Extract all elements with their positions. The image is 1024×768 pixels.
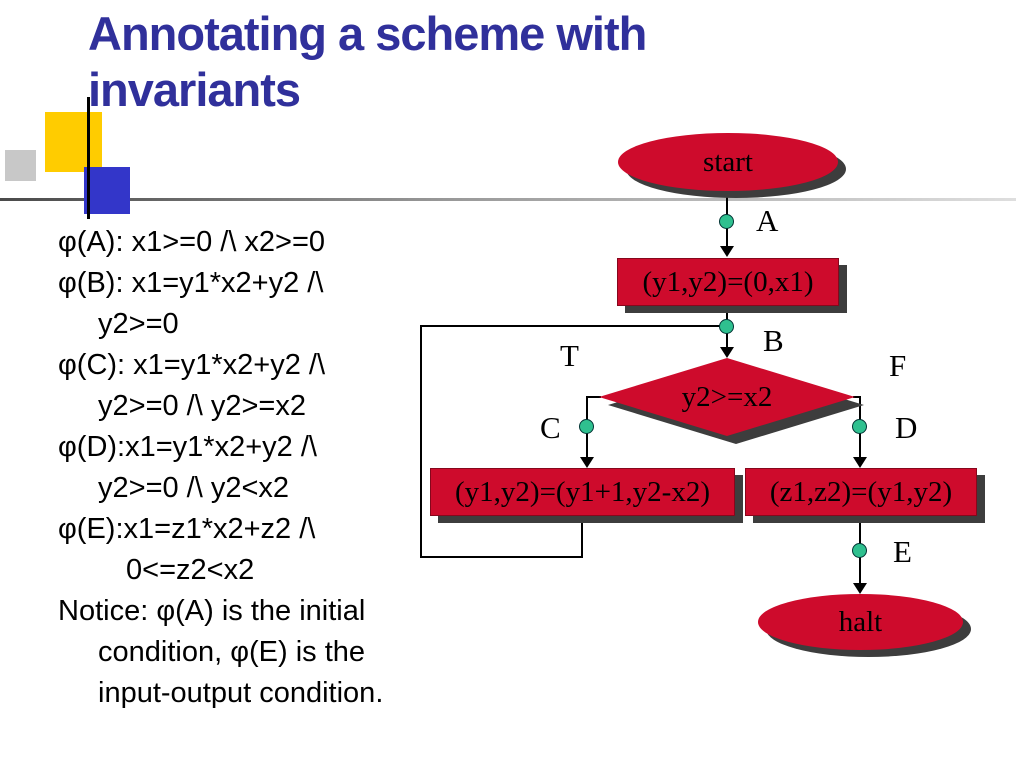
condition-node-body: y2>=x2 bbox=[599, 358, 855, 436]
edge-label-d: D bbox=[895, 410, 918, 445]
deco-gray-square bbox=[5, 150, 36, 181]
note-line: y2>=0 bbox=[98, 308, 179, 340]
edge-label-e: E bbox=[893, 534, 912, 569]
deco-yellow-square bbox=[45, 112, 102, 172]
halt-node-label: halt bbox=[838, 605, 883, 638]
output-assign-label: (z1,z2)=(y1,y2) bbox=[769, 475, 953, 508]
slide-title: Annotating a scheme with invariants bbox=[88, 6, 848, 118]
edge-label-f: F bbox=[889, 348, 907, 383]
loop-assign-node: (y1,y2)=(y1+1,y2-x2) bbox=[430, 468, 735, 516]
edge-label-a: A bbox=[756, 203, 779, 238]
connector-cond-left bbox=[586, 396, 601, 398]
note-line: input-output condition. bbox=[98, 677, 384, 709]
slide-title-line2: invariants bbox=[88, 63, 301, 116]
note-line: y2>=0 /\ y2<x2 bbox=[98, 472, 290, 504]
note-line: φ(C): x1=y1*x2+y2 /\ bbox=[58, 349, 326, 381]
cutpoint-dot-e bbox=[852, 543, 867, 558]
note-line: φ(B): x1=y1*x2+y2 /\ bbox=[58, 267, 324, 299]
slide-title-line1: Annotating a scheme with bbox=[88, 7, 647, 60]
init-assign-label: (y1,y2)=(0,x1) bbox=[642, 265, 814, 298]
arrowhead-into-final bbox=[853, 457, 867, 468]
arrowhead-into-loop bbox=[580, 457, 594, 468]
connector-loop-up bbox=[420, 325, 422, 558]
cutpoint-dot-a bbox=[719, 214, 734, 229]
cutpoint-dot-b bbox=[719, 319, 734, 334]
invariant-notes: φ(A): x1>=0 /\ x2>=0 φ(B): x1=y1*x2+y2 /… bbox=[58, 222, 498, 714]
note-line: condition, φ(E) is the bbox=[98, 636, 366, 668]
connector-loop-bottom bbox=[420, 556, 583, 558]
arrowhead-into-halt bbox=[853, 583, 867, 594]
output-assign-node: (z1,z2)=(y1,y2) bbox=[745, 468, 977, 516]
edge-label-t: T bbox=[560, 338, 579, 373]
deco-vertical-line bbox=[87, 97, 90, 219]
note-line: 0<=z2<x2 bbox=[126, 554, 255, 586]
condition-label: y2>=x2 bbox=[681, 380, 773, 413]
connector-loop-top bbox=[420, 325, 727, 327]
note-line: φ(A): x1>=0 /\ x2>=0 bbox=[58, 226, 326, 258]
note-line: Notice: φ(A) is the initial bbox=[58, 595, 366, 627]
note-line: φ(D):x1=y1*x2+y2 /\ bbox=[58, 431, 317, 463]
cutpoint-dot-d bbox=[852, 419, 867, 434]
deco-blue-square bbox=[84, 167, 130, 214]
title-divider-line bbox=[0, 198, 1016, 201]
cutpoint-dot-c bbox=[579, 419, 594, 434]
halt-node: halt bbox=[758, 594, 963, 650]
edge-label-c: C bbox=[540, 410, 561, 445]
arrowhead-into-init bbox=[720, 246, 734, 257]
condition-node: y2>=x2 bbox=[599, 358, 864, 444]
connector-loop-down bbox=[581, 516, 583, 558]
arrowhead-into-cond bbox=[720, 347, 734, 358]
start-node: start bbox=[618, 133, 838, 191]
note-line: φ(E):x1=z1*x2+z2 /\ bbox=[58, 513, 316, 545]
start-node-label: start bbox=[703, 145, 753, 178]
loop-assign-label: (y1,y2)=(y1+1,y2-x2) bbox=[455, 475, 710, 508]
init-assign-node: (y1,y2)=(0,x1) bbox=[617, 258, 839, 306]
connector-cond-right bbox=[853, 396, 861, 398]
edge-label-b: B bbox=[763, 323, 784, 358]
note-line: y2>=0 /\ y2>=x2 bbox=[98, 390, 306, 422]
